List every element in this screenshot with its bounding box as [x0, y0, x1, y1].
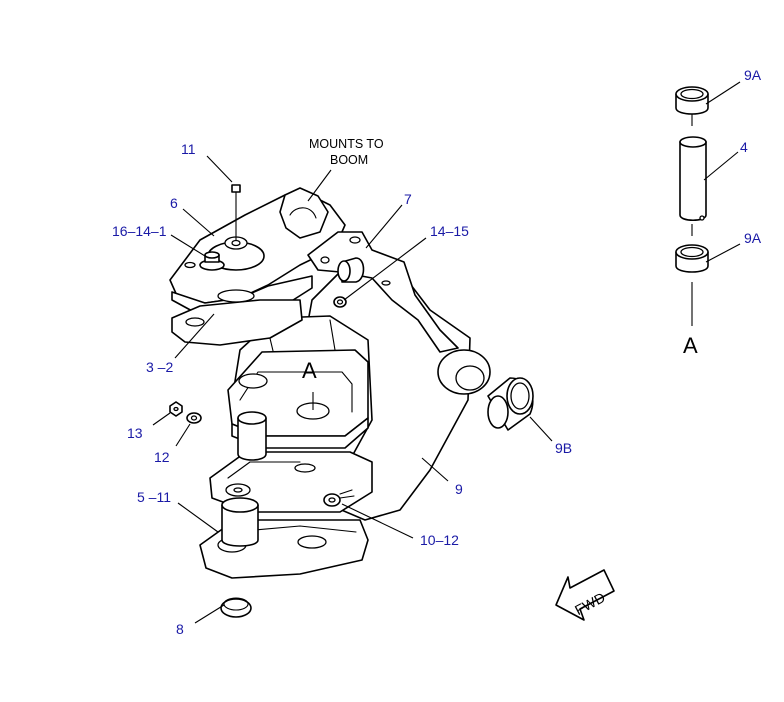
callout-5-11: 5 –11	[137, 489, 171, 505]
forward-direction-arrow: FWD	[555, 569, 615, 621]
nut-and-washer	[169, 401, 202, 424]
bushing-9b	[487, 377, 534, 431]
callout-14-15: 14–15	[430, 223, 469, 239]
callout-9a-bottom: 9A	[744, 230, 762, 246]
center-pin-column	[237, 411, 267, 461]
view-a-label-on-part: A	[302, 358, 317, 383]
linkage-nut	[333, 296, 347, 308]
lower-pivot-casting	[199, 451, 373, 579]
callout-11: 11	[181, 141, 196, 157]
callout-6: 6	[170, 195, 178, 211]
callout-16-14-1: 16–14–1	[112, 223, 167, 239]
view-a-label-detail: A	[683, 333, 698, 358]
upper-mounting-bracket	[169, 187, 346, 346]
side-fitting	[323, 489, 355, 507]
callout-7: 7	[404, 191, 412, 207]
leader-lines	[152, 81, 741, 624]
callout-10-12: 10–12	[420, 532, 459, 548]
callout-3-2: 3 –2	[146, 359, 173, 375]
cylinder-mount-eye	[437, 349, 491, 395]
callout-8: 8	[176, 621, 184, 637]
callout-9b: 9B	[555, 440, 572, 456]
bolt-assembly	[199, 251, 225, 271]
mounts-to-boom-line2: BOOM	[330, 153, 368, 167]
callout-9a-top: 9A	[744, 67, 762, 83]
detail-view-a	[675, 86, 709, 326]
callout-13: 13	[127, 425, 143, 441]
grease-fitting	[231, 184, 241, 240]
linkage-bushing	[337, 257, 365, 283]
mounts-to-boom-line1: MOUNTS TO	[309, 137, 384, 151]
callout-12: 12	[154, 449, 170, 465]
callout-9: 9	[455, 481, 463, 497]
snap-ring	[220, 597, 252, 618]
callout-4: 4	[740, 139, 748, 155]
callout-labels: 11 6 16–14–1 3 –2 7 14–15 13 12 5 –11 8 …	[112, 67, 762, 637]
